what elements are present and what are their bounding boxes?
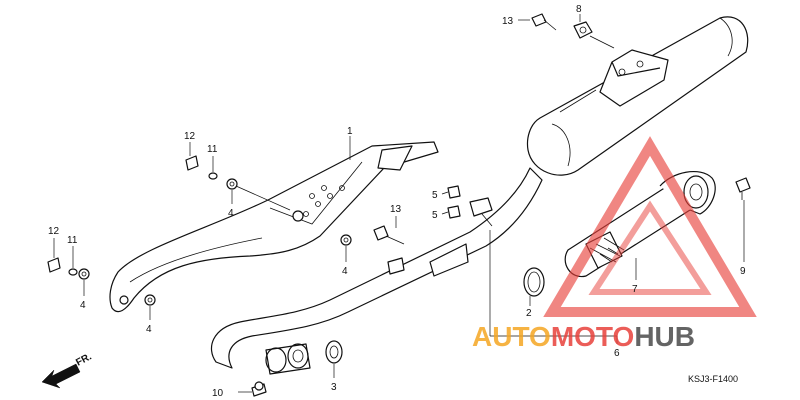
callout-13a: 13 bbox=[502, 16, 514, 27]
washer-4b bbox=[78, 268, 90, 280]
bolt-12b bbox=[47, 257, 61, 273]
watermark-triangle-icon bbox=[543, 136, 757, 317]
direction-label: FR. bbox=[74, 351, 94, 368]
ring-gasket bbox=[523, 267, 545, 297]
clip-5b bbox=[447, 205, 461, 219]
diagram-code: KSJ3-F1400 bbox=[688, 374, 738, 384]
silencer-insert bbox=[564, 171, 716, 278]
leader-lines bbox=[53, 14, 745, 393]
watermark: AUTOMOTOHUB bbox=[472, 136, 757, 352]
callout-6: 6 bbox=[614, 348, 620, 359]
callout-12b: 12 bbox=[48, 226, 60, 237]
watermark-moto: MOTO bbox=[551, 321, 634, 352]
front-direction-arrow: FR. bbox=[41, 351, 94, 389]
callout-4a: 4 bbox=[228, 208, 234, 219]
gasket bbox=[325, 340, 343, 364]
muffler-bracket bbox=[599, 49, 669, 107]
exhaust-pipe bbox=[210, 167, 543, 369]
callout-12a: 12 bbox=[184, 131, 196, 142]
callout-4d: 4 bbox=[342, 266, 348, 277]
callout-4b: 4 bbox=[80, 300, 86, 311]
bolt-12a bbox=[185, 155, 199, 171]
nut-8 bbox=[573, 21, 615, 49]
callouts: 1 2 3 4 4 4 4 5 5 6 7 8 9 10 11 11 12 12… bbox=[48, 4, 746, 399]
bolt-13-top bbox=[531, 13, 557, 31]
clip-5a bbox=[447, 185, 461, 199]
washer-4a bbox=[226, 178, 238, 190]
callout-4c: 4 bbox=[146, 324, 152, 335]
callout-5a: 5 bbox=[432, 190, 438, 201]
callout-7: 7 bbox=[632, 284, 638, 295]
callout-1: 1 bbox=[347, 126, 353, 137]
callout-9: 9 bbox=[740, 266, 746, 277]
callout-10: 10 bbox=[212, 388, 224, 399]
bolt bbox=[251, 381, 267, 397]
washer-4c bbox=[340, 234, 352, 246]
step-bracket bbox=[109, 141, 439, 313]
exhaust-flange bbox=[265, 343, 311, 375]
watermark-hub: HUB bbox=[634, 321, 695, 352]
washer-11a bbox=[208, 172, 218, 180]
washer-4d bbox=[144, 294, 156, 306]
svg-text:AUTOMOTOHUB: AUTOMOTOHUB bbox=[472, 321, 695, 352]
washer-11b bbox=[68, 268, 78, 276]
bolt-13-mid bbox=[373, 225, 405, 245]
watermark-auto: AUTO bbox=[472, 321, 551, 352]
callout-13b: 13 bbox=[390, 204, 402, 215]
callout-11a: 11 bbox=[207, 144, 218, 155]
callout-8: 8 bbox=[576, 4, 582, 15]
bolt-9 bbox=[735, 177, 751, 200]
callout-3: 3 bbox=[331, 382, 337, 393]
callout-11b: 11 bbox=[67, 235, 78, 246]
callout-2: 2 bbox=[526, 308, 532, 319]
callout-5b: 5 bbox=[432, 210, 438, 221]
